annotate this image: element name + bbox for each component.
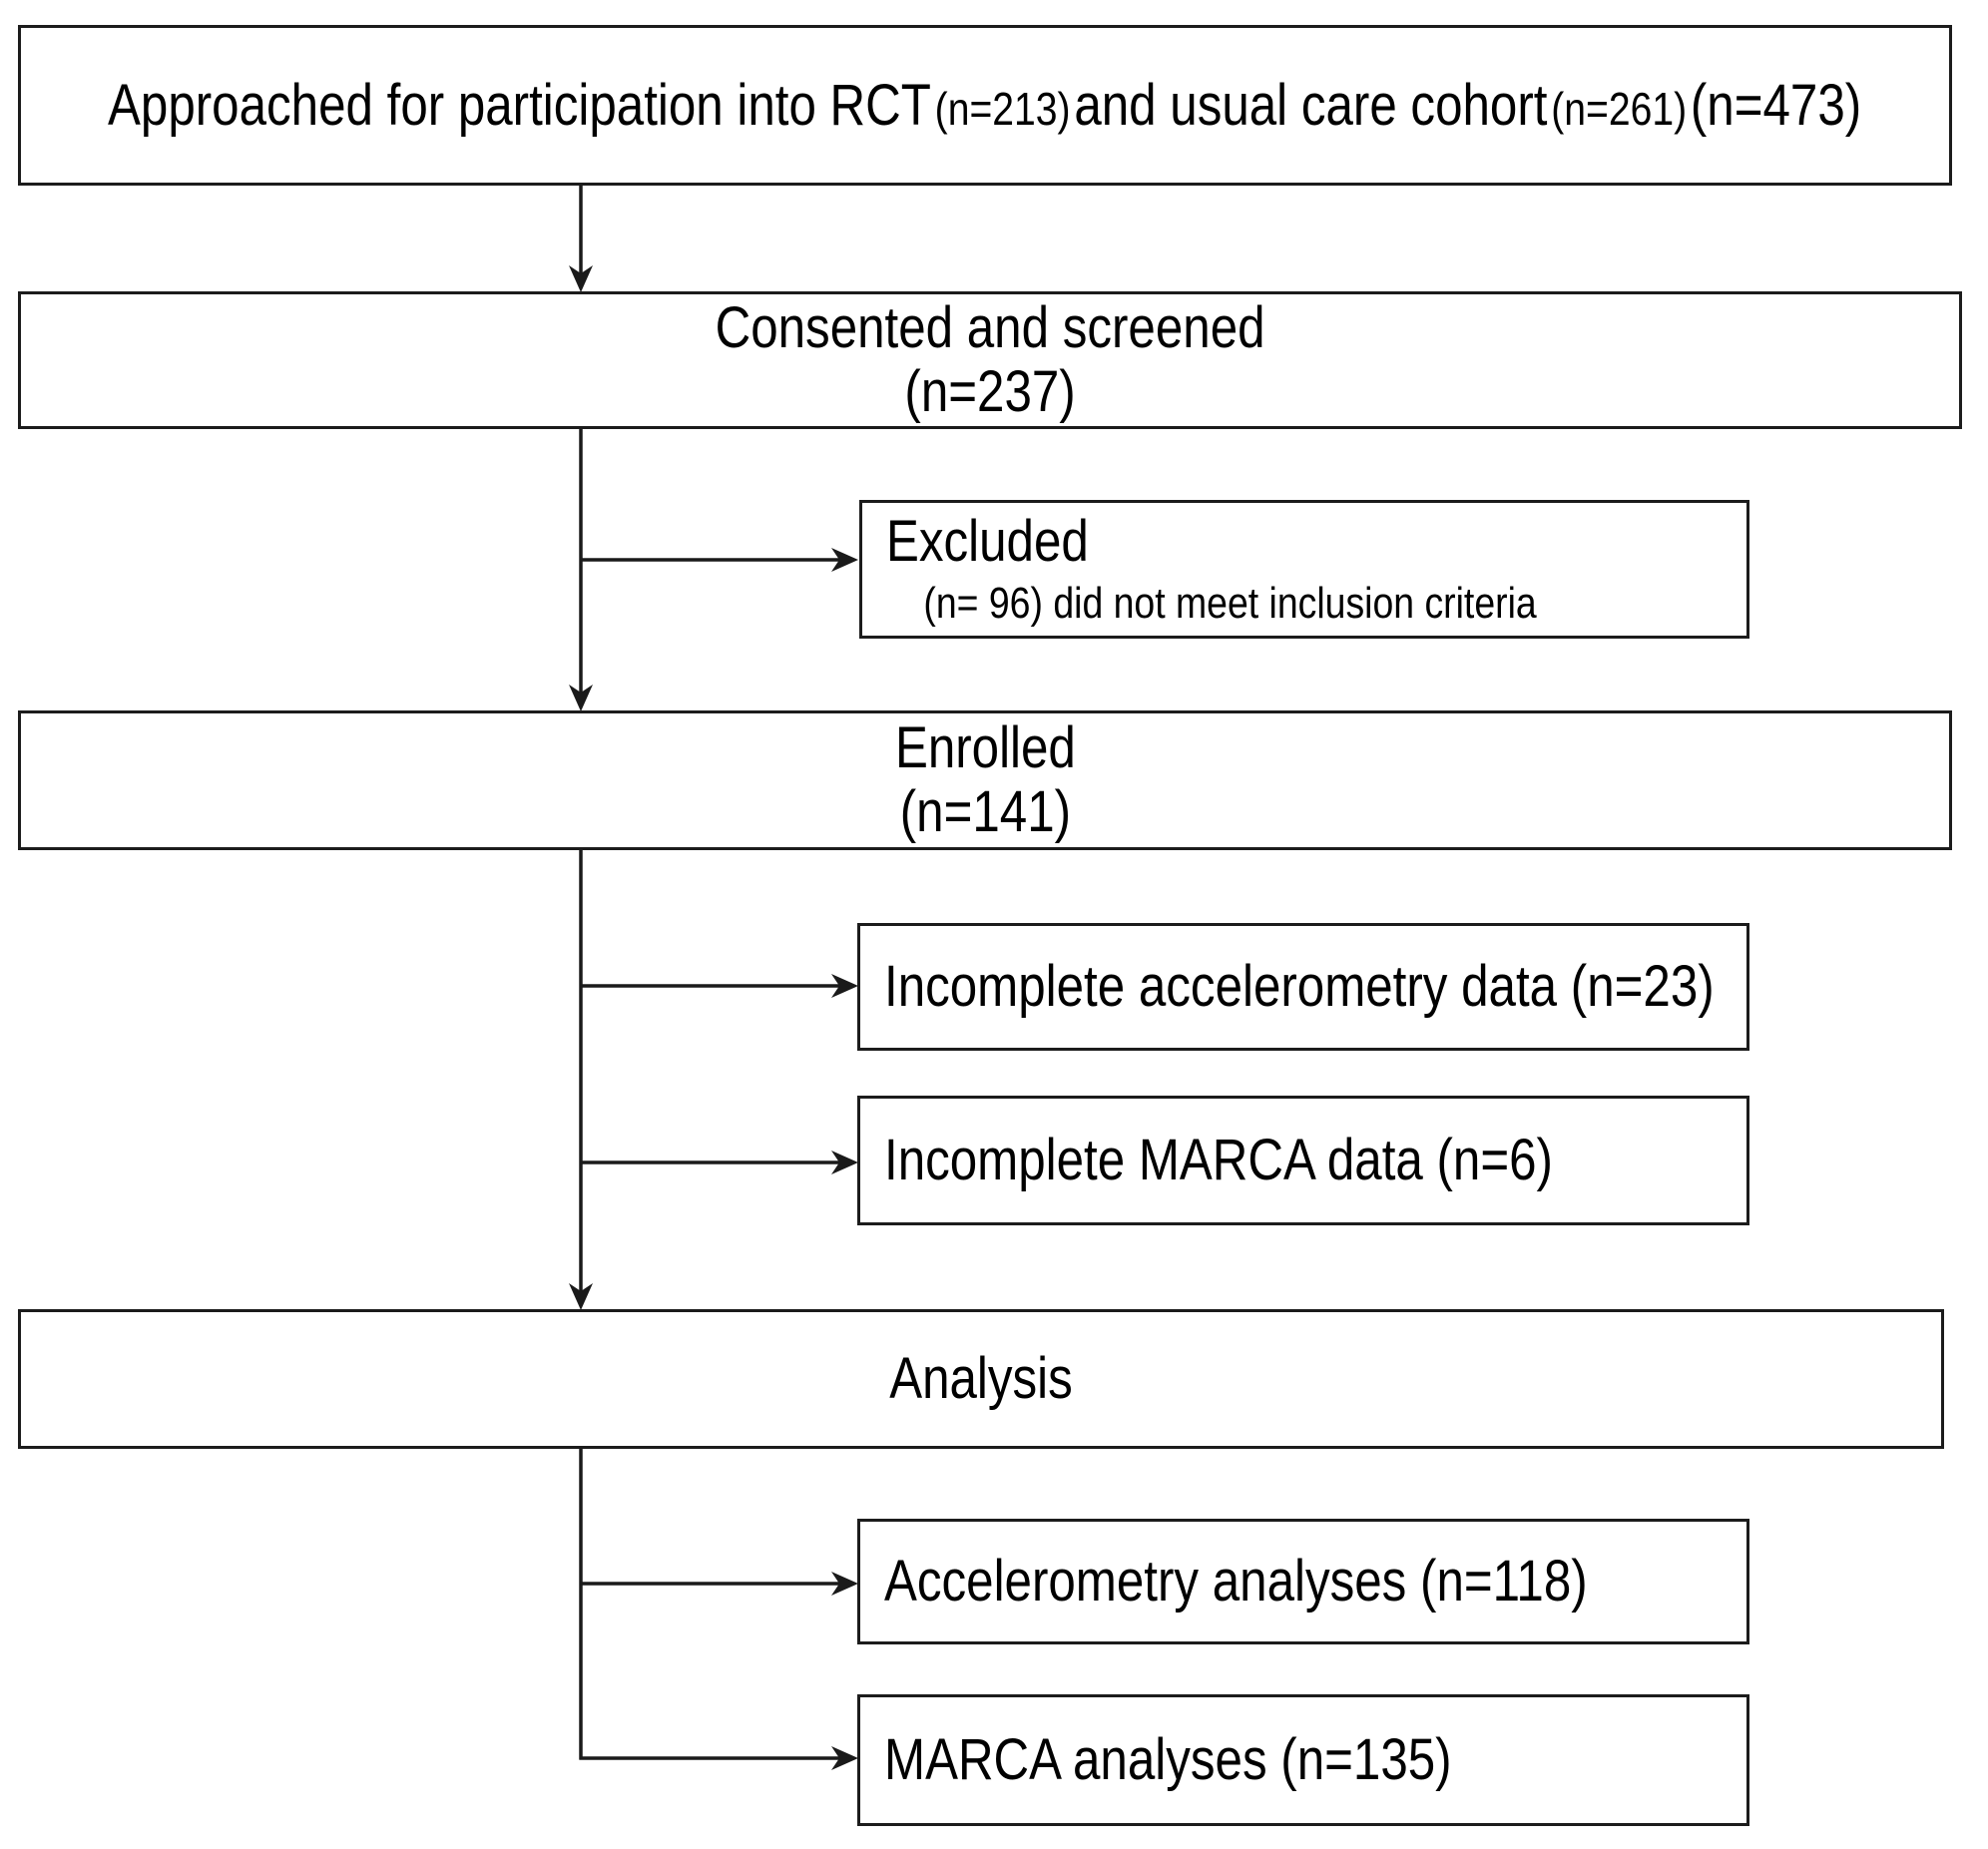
approached-text-part1: Approached for participation into RCT	[108, 72, 932, 138]
node-marca-analyses: MARCA analyses (n=135)	[857, 1694, 1749, 1826]
node-approached: Approached for participation into RCT (n…	[18, 25, 1952, 186]
excluded-title: Excluded	[886, 509, 1089, 575]
arrowhead-right-icon	[831, 1572, 858, 1596]
approached-n-cohort: (n=261)	[1551, 82, 1688, 135]
approached-n-rct: (n=213)	[935, 82, 1071, 135]
node-enrolled: Enrolled (n=141)	[18, 710, 1952, 850]
marca-analyses-label: MARCA analyses (n=135)	[884, 1727, 1452, 1793]
arrowhead-right-icon	[831, 548, 858, 572]
node-accelerometry-analyses: Accelerometry analyses (n=118)	[857, 1519, 1749, 1644]
arrowhead-down-icon	[569, 685, 593, 711]
enrolled-line1: Enrolled	[894, 715, 1076, 781]
node-enrolled-label: Enrolled (n=141)	[895, 716, 1076, 844]
node-consented: Consented and screened (n=237)	[18, 291, 1962, 429]
node-approached-label: Approached for participation into RCT (n…	[108, 72, 1862, 138]
arrowhead-right-icon	[831, 974, 858, 998]
accelerometry-analyses-label: Accelerometry analyses (n=118)	[884, 1549, 1588, 1615]
approached-n-total: (n=473)	[1691, 72, 1862, 138]
node-consented-label: Consented and screened (n=237)	[716, 296, 1265, 424]
node-incomplete-accelerometry: Incomplete accelerometry data (n=23)	[857, 923, 1749, 1051]
node-incomplete-marca: Incomplete MARCA data (n=6)	[857, 1096, 1749, 1225]
arrowhead-down-icon	[569, 265, 593, 292]
consented-line1: Consented and screened	[715, 295, 1265, 361]
arrowhead-right-icon	[831, 1746, 858, 1770]
incomplete-accelerometry-label: Incomplete accelerometry data (n=23)	[884, 954, 1715, 1020]
enrolled-line2: (n=141)	[899, 779, 1071, 844]
incomplete-marca-label: Incomplete MARCA data (n=6)	[884, 1128, 1553, 1193]
consented-line2: (n=237)	[904, 359, 1076, 424]
node-analysis: Analysis	[18, 1309, 1944, 1449]
approached-text-part2: and usual care cohort	[1074, 72, 1548, 138]
arrowhead-right-icon	[831, 1151, 858, 1174]
node-excluded: Excluded (n= 96) did not meet inclusion …	[859, 500, 1749, 639]
analysis-label: Analysis	[889, 1346, 1073, 1412]
node-excluded-label: Excluded (n= 96) did not meet inclusion …	[886, 510, 1537, 628]
arrowhead-down-icon	[569, 1283, 593, 1310]
excluded-detail: (n= 96) did not meet inclusion criteria	[923, 579, 1537, 629]
